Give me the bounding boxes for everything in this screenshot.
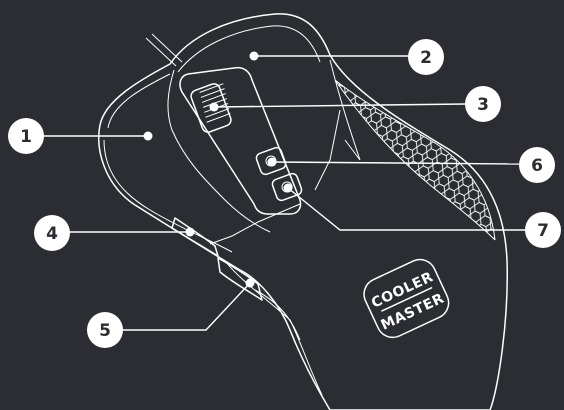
svg-text:6: 6 (531, 156, 543, 176)
callout-6: 6 (519, 147, 555, 183)
callout-1: 1 (8, 118, 44, 154)
callout-7: 7 (525, 212, 561, 248)
svg-text:2: 2 (420, 48, 432, 68)
callout-4: 4 (34, 215, 70, 251)
mouse-inner-contour (178, 26, 320, 72)
svg-text:4: 4 (46, 224, 58, 244)
svg-text:3: 3 (477, 95, 489, 115)
svg-text:7: 7 (537, 221, 549, 241)
callout-5: 5 (87, 312, 123, 348)
svg-text:1: 1 (20, 127, 32, 147)
cooler-master-logo: COOLER MASTER (359, 254, 454, 342)
callout-3: 3 (465, 86, 501, 122)
cable (146, 34, 182, 66)
svg-text:5: 5 (99, 321, 111, 341)
side-button-forward[interactable] (172, 218, 218, 256)
callout-2: 2 (408, 39, 444, 75)
